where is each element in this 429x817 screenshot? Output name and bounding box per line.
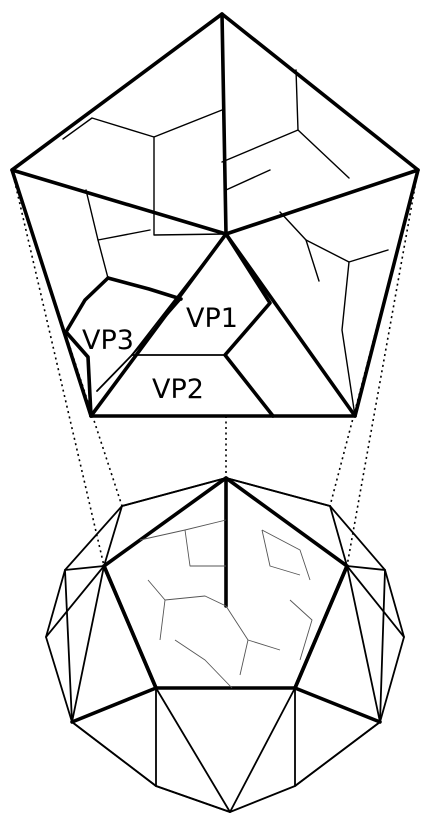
asymmetric-unit [64,232,275,418]
capsid-pentamer-highlight [70,476,382,724]
icosahedron [45,476,405,813]
vp3-label: VP3 [82,325,134,356]
icosahedron-edges [45,477,405,813]
projection-lines [11,169,419,567]
vp1-label: VP1 [186,303,238,334]
pentamer-subunit-lines [62,69,389,417]
vp2-label: VP2 [152,374,204,405]
capsid-subunit-lines [139,519,313,689]
pentamer: VP1 VP2 VP3 [10,12,420,418]
pentamer-outline [10,12,420,418]
asymmetric-unit-subunits [96,233,227,392]
